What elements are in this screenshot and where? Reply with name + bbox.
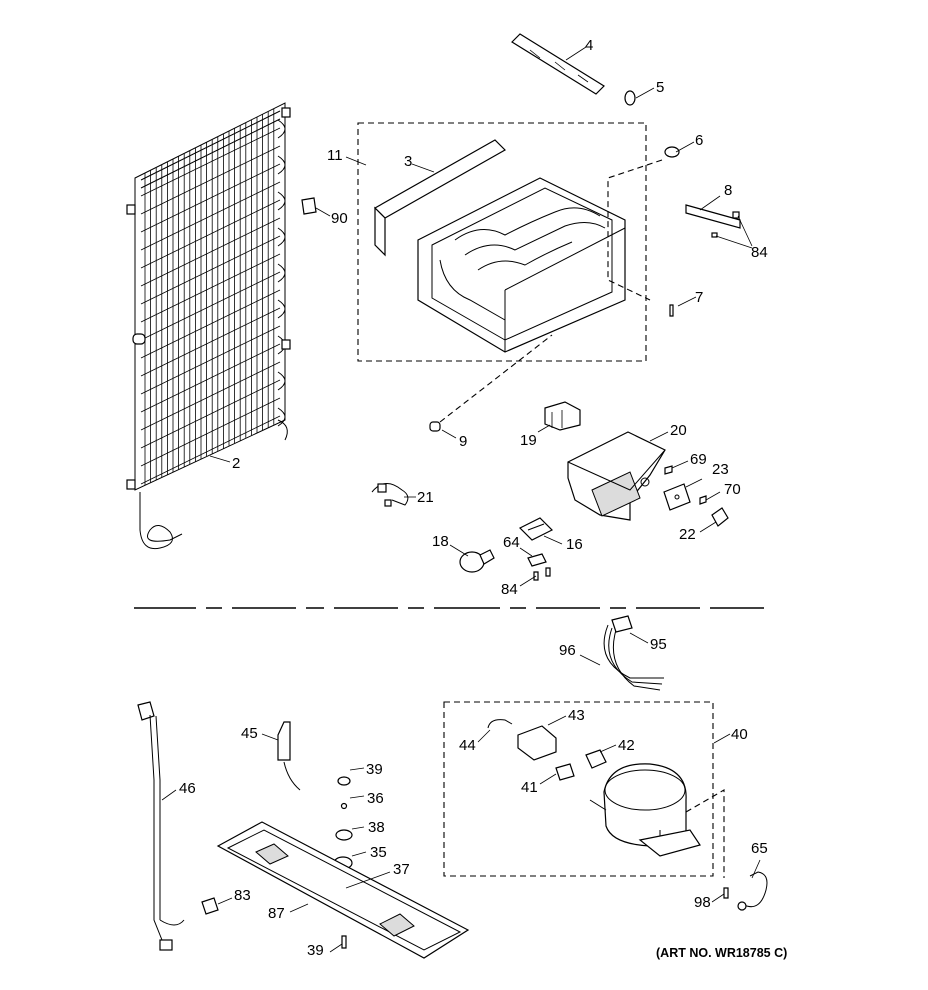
- socket-16: [518, 517, 554, 541]
- power-cord-46: [137, 701, 185, 951]
- label-part-84-bottom: 84: [501, 581, 518, 598]
- label-part-95: 95: [650, 636, 667, 653]
- compressor: [589, 763, 701, 857]
- label-part-18: 18: [432, 533, 449, 550]
- label-part-23: 23: [712, 461, 729, 478]
- label-part-19: 19: [520, 432, 537, 449]
- label-part-42: 42: [618, 737, 635, 754]
- label-part-64: 64: [503, 534, 520, 551]
- label-part-5: 5: [656, 79, 665, 96]
- label-part-69: 69: [690, 451, 707, 468]
- label-part-7: 7: [695, 289, 704, 306]
- overload-42: [585, 749, 607, 769]
- label-part-21: 21: [417, 489, 434, 506]
- nut-36: [340, 802, 348, 810]
- label-part-44: 44: [459, 737, 476, 754]
- light-housing-20: [567, 431, 666, 521]
- label-part-90: 90: [331, 210, 348, 227]
- label-part-35: 35: [370, 844, 387, 861]
- label-part-43: 43: [568, 707, 585, 724]
- screw-7: [669, 304, 674, 317]
- label-part-4: 4: [585, 37, 594, 54]
- condenser-coil: [126, 102, 291, 550]
- bulb-18: [459, 549, 495, 573]
- screw-98: [723, 887, 729, 899]
- washer-38: [335, 829, 353, 841]
- label-part-8: 8: [724, 182, 733, 199]
- clip-44: [487, 719, 513, 729]
- label-part-96: 96: [559, 642, 576, 659]
- compressor-group-box: [443, 701, 714, 877]
- label-part-39-bottom: 39: [307, 942, 324, 959]
- evaporator: [374, 139, 626, 353]
- screw-70: [699, 495, 707, 505]
- wire-65: [743, 871, 768, 908]
- label-part-40: 40: [731, 726, 748, 743]
- label-part-70: 70: [724, 481, 741, 498]
- label-part-87: 87: [268, 905, 285, 922]
- label-part-46: 46: [179, 780, 196, 797]
- clip-90: [301, 197, 317, 215]
- bracket-8: [685, 204, 741, 238]
- relay-43: [517, 725, 557, 761]
- label-part-22: 22: [679, 526, 696, 543]
- label-part-3: 3: [404, 153, 413, 170]
- leader-lines: [161, 46, 761, 953]
- label-part-45: 45: [241, 725, 258, 742]
- label-part-83: 83: [234, 887, 251, 904]
- cover-41: [555, 763, 575, 781]
- label-part-9: 9: [459, 433, 468, 450]
- label-part-20: 20: [670, 422, 687, 439]
- art-number: (ART NO. WR18785 C): [656, 946, 788, 960]
- label-part-65: 65: [751, 840, 768, 857]
- plug-9: [429, 421, 441, 432]
- label-part-98: 98: [694, 894, 711, 911]
- label-part-16: 16: [566, 536, 583, 553]
- label-part-84-top: 84: [751, 244, 768, 261]
- switch-19: [544, 401, 581, 431]
- ring-5: [624, 90, 636, 106]
- label-part-38: 38: [368, 819, 385, 836]
- tube-4: [511, 33, 605, 95]
- washer-39: [337, 776, 351, 786]
- label-part-2: 2: [232, 455, 241, 472]
- screw-69: [664, 465, 673, 475]
- label-part-11: 11: [327, 147, 343, 164]
- capillary-45: [277, 721, 301, 791]
- cap-6: [664, 146, 680, 158]
- clip-83: [201, 897, 219, 915]
- bracket-64: [527, 553, 547, 567]
- evaporator-group-box: [357, 122, 647, 362]
- label-part-39-top: 39: [366, 761, 383, 778]
- base-pan-87: [216, 821, 470, 959]
- label-part-6: 6: [695, 132, 704, 149]
- screw-39: [341, 935, 347, 949]
- harness-21: [371, 483, 409, 507]
- wire-harness-96: [603, 615, 664, 691]
- label-part-36: 36: [367, 790, 384, 807]
- plate-23: [663, 483, 691, 511]
- label-part-41: 41: [521, 779, 538, 796]
- label-part-37: 37: [393, 861, 410, 878]
